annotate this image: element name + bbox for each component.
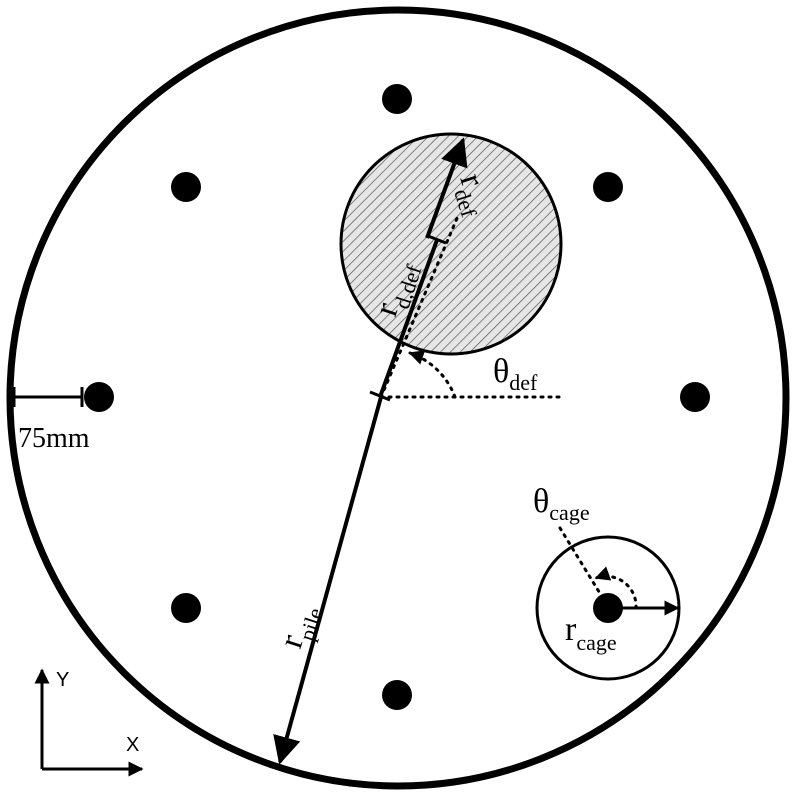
defect-region	[339, 132, 563, 356]
svg-text:θdef: θdef	[493, 353, 538, 395]
svg-text:rpile: rpile	[272, 599, 328, 655]
r-def-arrow	[425, 137, 468, 239]
rebar-dot	[171, 593, 201, 623]
svg-text:θcage: θcage	[533, 483, 590, 525]
rebar-dot	[171, 172, 201, 202]
rebar-dot	[382, 680, 412, 710]
y-axis-label: Y	[56, 669, 69, 691]
theta-cage-ray	[558, 526, 606, 602]
pile-outline	[6, 6, 790, 790]
theta-def-arc	[408, 350, 457, 399]
theta-cage-arc	[594, 566, 638, 610]
x-axis-label: X	[126, 734, 139, 756]
axis-indicator: Y X	[34, 668, 144, 777]
theta-cage-label: θcage	[533, 483, 590, 525]
rebar-dot	[680, 382, 710, 412]
rebar-dot	[382, 84, 412, 114]
r-cage-label: rcage	[565, 611, 617, 655]
r-pile-arrow	[273, 396, 383, 765]
theta-def-ray	[379, 214, 460, 399]
r-pile-label: rpile	[272, 599, 328, 655]
svg-text:rcage: rcage	[565, 611, 617, 655]
reinforcement-bars	[84, 84, 710, 710]
scale-label: 75mm	[18, 423, 90, 454]
r-d-def-tick-end	[427, 234, 447, 245]
rebar-dot	[593, 172, 623, 202]
theta-def-label: θdef	[493, 353, 538, 395]
rebar-dot	[84, 382, 114, 412]
r-d-def-line	[378, 239, 439, 398]
